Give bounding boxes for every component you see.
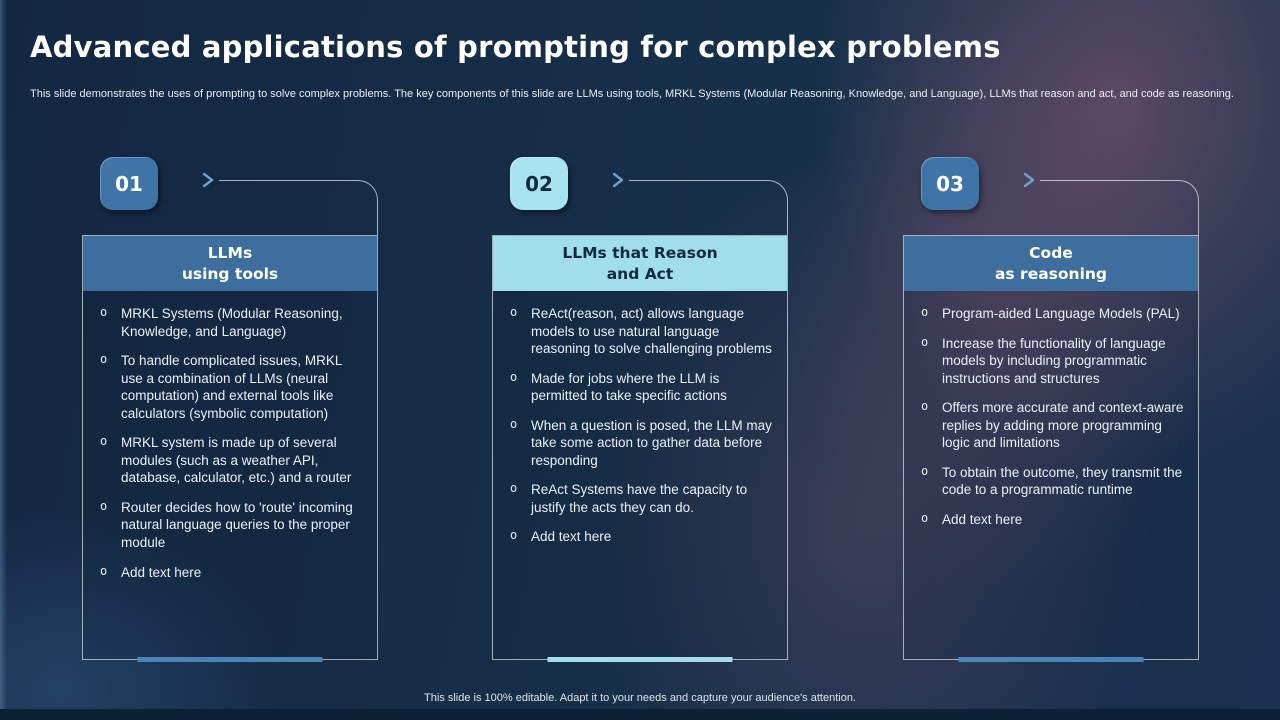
- connector-line: [1040, 180, 1199, 235]
- card-header: LLMs using tools: [83, 236, 377, 291]
- bullet-item: o Offers more accurate and context-aware …: [912, 399, 1188, 452]
- step-card: LLMs using tools o MRKL Systems (Modular …: [82, 235, 378, 662]
- bullet-marker-icon: o: [510, 305, 518, 319]
- card-header-line: LLMs: [207, 243, 253, 262]
- step-column-02: 02 LLMs that Reason and Act o ReAct(reaso…: [492, 150, 788, 662]
- bullet-item: o To obtain the outcome, they transmit th…: [912, 464, 1188, 499]
- step-number-badge: 03: [921, 157, 979, 210]
- bullet-text: Increase the functionality of language m…: [942, 335, 1166, 386]
- bullet-text: ReAct Systems have the capacity to justi…: [531, 482, 748, 515]
- bullet-marker-icon: o: [100, 305, 108, 319]
- bullet-item: o Made for jobs where the LLM is permitte…: [501, 370, 777, 405]
- bullet-marker-icon: o: [510, 528, 518, 543]
- card-body: o MRKL Systems (Modular Reasoning, Knowle…: [83, 291, 377, 581]
- chevron-right-icon: [202, 172, 214, 188]
- chevron-right-icon: [612, 172, 624, 188]
- bullet-item: o When a question is posed, the LLM may t…: [501, 417, 777, 470]
- card-accent-bar: [137, 657, 323, 662]
- bullet-text: When a question is posed, the LLM may ta…: [531, 417, 772, 468]
- card-header-line: using tools: [181, 264, 279, 283]
- bullet-item: o ReAct Systems have the capacity to just…: [501, 481, 777, 516]
- bullet-marker-icon: o: [921, 510, 929, 525]
- step-card: LLMs that Reason and Act o ReAct(reason, …: [492, 235, 788, 662]
- bullet-item: o ReAct(reason, act) allows language mode…: [501, 305, 777, 358]
- card-body: o ReAct(reason, act) allows language mode…: [493, 291, 787, 546]
- left-edge-glow: [0, 0, 7, 720]
- bullet-marker-icon: o: [921, 463, 929, 478]
- bottom-strip: [0, 709, 1280, 720]
- bullet-text: Add text here: [942, 511, 1023, 527]
- slide-title: Advanced applications of prompting for c…: [30, 30, 1001, 64]
- bullet-list: o MRKL Systems (Modular Reasoning, Knowle…: [91, 305, 367, 581]
- bullet-marker-icon: o: [100, 563, 108, 578]
- bullet-item: o Increase the functionality of language …: [912, 335, 1188, 388]
- slide-description: This slide demonstrates the uses of prom…: [30, 88, 1234, 100]
- bullet-marker-icon: o: [510, 416, 518, 431]
- bullet-text: MRKL system is made up of several module…: [121, 435, 352, 486]
- bullet-marker-icon: o: [510, 369, 518, 384]
- card-header-line: as reasoning: [994, 264, 1108, 283]
- bullet-marker-icon: o: [100, 434, 108, 449]
- card-accent-bar: [547, 657, 733, 662]
- bullet-item: o MRKL system is made up of several modul…: [91, 434, 367, 487]
- step-number-badge: 02: [510, 157, 568, 210]
- step-number-badge: 01: [100, 157, 158, 210]
- bullet-item: o Router decides how to 'route' incoming …: [91, 499, 367, 552]
- bullet-item: o Add text here: [501, 528, 777, 546]
- card-accent-bar: [958, 657, 1144, 662]
- bullet-marker-icon: o: [510, 481, 518, 496]
- bullet-text: To obtain the outcome, they transmit the…: [942, 464, 1183, 498]
- bullet-item: o Add text here: [912, 511, 1188, 529]
- step-column-01: 01 LLMs using tools o MRKL Systems (Modul…: [82, 150, 378, 662]
- bullet-marker-icon: o: [921, 305, 929, 319]
- bullet-text: Router decides how to 'route' incoming n…: [121, 499, 353, 551]
- bullet-item: o Add text here: [91, 564, 367, 582]
- card-header: LLMs that Reason and Act: [493, 236, 787, 291]
- footer-note: This slide is 100% editable. Adapt it to…: [424, 692, 856, 704]
- bullet-item: o To handle complicated issues, MRKL use …: [91, 352, 367, 422]
- bullet-text: Add text here: [121, 564, 202, 580]
- connector-line: [629, 180, 788, 235]
- bullet-list: o ReAct(reason, act) allows language mode…: [501, 305, 777, 546]
- bullet-text: Made for jobs where the LLM is permitted…: [531, 370, 727, 404]
- connector-line: [219, 180, 378, 235]
- chevron-right-icon: [1023, 172, 1035, 188]
- bullet-item: o Program-aided Language Models (PAL): [912, 305, 1188, 323]
- step-column-03: 03 Code as reasoning o Program-aided Lang…: [903, 150, 1199, 662]
- bullet-marker-icon: o: [100, 352, 108, 367]
- card-header-line: Code: [1029, 243, 1073, 262]
- card-header: Code as reasoning: [904, 236, 1198, 291]
- bullet-text: ReAct(reason, act) allows language model…: [531, 306, 772, 357]
- bullet-text: MRKL Systems (Modular Reasoning, Knowled…: [121, 306, 343, 339]
- step-card: Code as reasoning o Program-aided Languag…: [903, 235, 1199, 662]
- bullet-text: To handle complicated issues, MRKL use a…: [121, 353, 342, 421]
- bullet-item: o MRKL Systems (Modular Reasoning, Knowle…: [91, 305, 367, 340]
- bullet-marker-icon: o: [921, 399, 929, 414]
- bullet-text: Offers more accurate and context-aware r…: [942, 400, 1184, 451]
- bullet-marker-icon: o: [921, 334, 929, 349]
- bullet-text: Program-aided Language Models (PAL): [942, 306, 1180, 321]
- card-header-line: LLMs that Reason: [562, 243, 718, 262]
- bullet-text: Add text here: [531, 529, 612, 545]
- bullet-marker-icon: o: [100, 498, 108, 513]
- card-header-line: and Act: [606, 264, 674, 283]
